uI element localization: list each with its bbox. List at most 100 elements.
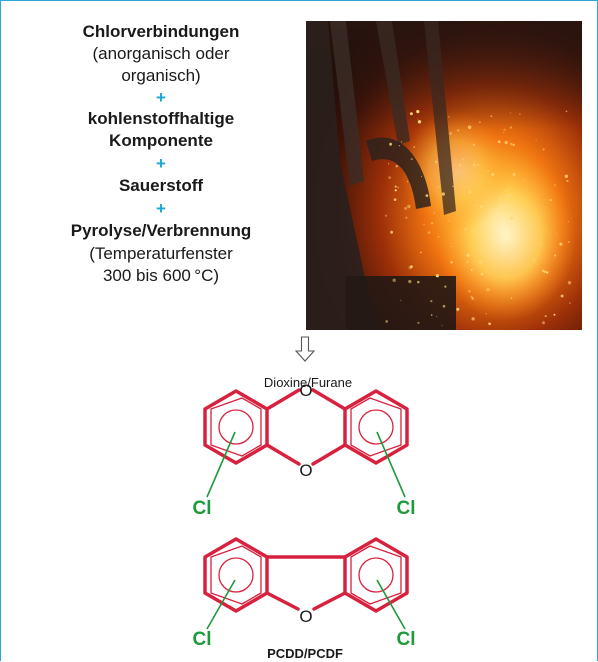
spark [499, 195, 503, 199]
pcdf-right-ring [343, 537, 409, 613]
spark [512, 143, 515, 147]
spark [407, 204, 411, 209]
furnace-photo [306, 21, 582, 330]
carbon-component-label-line2: Komponente [109, 131, 213, 150]
spark [555, 232, 557, 234]
spark [567, 241, 570, 243]
spark [425, 194, 429, 197]
spark [416, 110, 420, 114]
pcdd-left-ring-circle [218, 409, 254, 445]
spark [423, 223, 425, 226]
spark [404, 207, 408, 210]
pcdf-bond-bl [265, 591, 300, 611]
spark [545, 271, 549, 274]
spark [384, 214, 388, 217]
pcdf-chlorine-right: Cl [397, 629, 416, 650]
spark [485, 200, 487, 203]
spark [476, 199, 478, 201]
spark [501, 192, 503, 195]
spark [442, 304, 446, 308]
spark [497, 140, 501, 144]
spark [434, 160, 438, 164]
furnace-photo-art [306, 21, 582, 330]
pcdd-oxygen-bottom: O [299, 461, 312, 480]
spark [477, 163, 480, 166]
pcdf-bond-br [312, 591, 347, 611]
spark [453, 164, 456, 166]
spark [450, 261, 453, 264]
spark [508, 193, 512, 197]
spark [553, 313, 556, 316]
spark [471, 228, 475, 232]
spark [504, 194, 508, 198]
spark [417, 321, 420, 324]
spark [565, 110, 568, 113]
spark [479, 204, 484, 209]
spark [567, 280, 572, 285]
spark [542, 321, 545, 325]
plus-sign-3: + [156, 199, 166, 218]
carbon-component-label-line1: kohlenstoffhaltige [87, 109, 235, 128]
spark [497, 198, 499, 201]
pcdd-cl-bond-right [376, 431, 406, 498]
spark [479, 260, 483, 264]
spark [501, 202, 504, 205]
spark [397, 186, 399, 189]
spark [469, 228, 471, 230]
spark [566, 179, 569, 182]
spark [486, 288, 490, 292]
spark [461, 157, 464, 161]
plus-sign-1: + [156, 88, 166, 107]
spark [408, 279, 412, 284]
spark [405, 216, 408, 219]
spark [544, 315, 547, 318]
spark [420, 175, 422, 177]
spark [504, 140, 508, 145]
spark [436, 316, 438, 318]
pcdd-chlorine-right: Cl [397, 498, 416, 519]
spark [389, 142, 393, 146]
reaction-arrow-icon [294, 336, 316, 362]
spark [464, 227, 468, 231]
spark [509, 112, 511, 114]
spark [485, 313, 487, 315]
pcdd-structure: O O Cl Cl [193, 381, 416, 519]
plus-sign-2: + [156, 154, 166, 173]
spark [533, 259, 535, 261]
spark [437, 236, 440, 238]
pcdd-left-ring-inner [210, 397, 262, 457]
spark [560, 294, 564, 298]
spark [567, 221, 569, 223]
pcdd-bond-tl [265, 388, 301, 411]
spark [512, 173, 516, 177]
spark [388, 176, 391, 179]
spark [523, 179, 525, 181]
temperature-window-line2: 300 bis 600 °C) [102, 266, 220, 285]
spark [417, 118, 419, 120]
spark [395, 165, 398, 168]
spark [466, 253, 470, 257]
pcdf-left-ring-circle [218, 557, 254, 593]
spark [410, 158, 413, 161]
pcdd-oxygen-top: O [299, 381, 312, 400]
spark [392, 278, 396, 283]
spark [449, 132, 452, 135]
spark [448, 116, 450, 118]
spark [430, 221, 434, 225]
spark [410, 265, 413, 268]
pcdf-oxygen: O [299, 607, 312, 626]
spark [450, 245, 453, 248]
pcdf-cl-bond-right [376, 579, 406, 630]
spark [535, 139, 537, 142]
spark [437, 185, 440, 188]
spark [394, 185, 397, 188]
spark [503, 131, 505, 134]
spark [510, 216, 514, 220]
spark [456, 307, 460, 311]
spark [549, 199, 552, 201]
spark [496, 205, 498, 207]
spark [543, 270, 547, 273]
spark [420, 251, 422, 254]
spark [519, 113, 521, 115]
